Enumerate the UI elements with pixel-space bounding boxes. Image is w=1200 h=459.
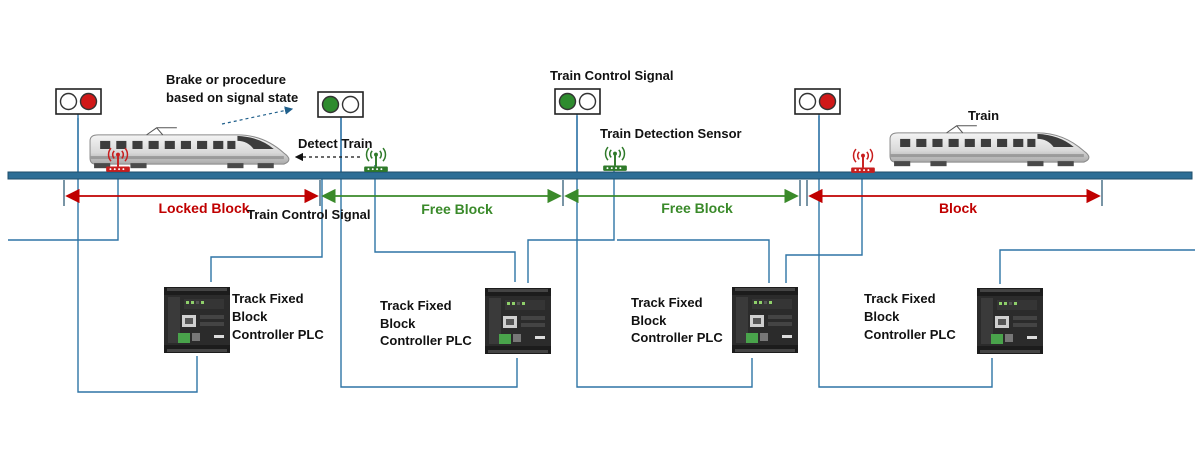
wire-1c bbox=[210, 178, 323, 282]
signal-masts bbox=[77, 114, 820, 174]
wire-1a bbox=[8, 170, 119, 241]
plc-1-icon bbox=[164, 287, 230, 353]
wire-4b bbox=[999, 249, 1195, 284]
signal-4 bbox=[794, 88, 841, 115]
plc-3-icon bbox=[732, 287, 798, 353]
signal-2 bbox=[317, 91, 364, 118]
railway-track bbox=[7, 171, 1193, 180]
block-boundaries bbox=[63, 180, 1103, 206]
signal-3-lamp-right bbox=[578, 92, 597, 111]
wire-2b bbox=[340, 116, 518, 388]
block-label-1: Locked Block bbox=[158, 200, 249, 216]
svg-text:Block: Block bbox=[232, 309, 268, 324]
svg-text:Track Fixed: Track Fixed bbox=[380, 298, 452, 313]
block-label-4: Block bbox=[939, 200, 977, 216]
wire-2c bbox=[527, 168, 615, 283]
brake-label-line2: based on signal state bbox=[166, 90, 298, 105]
detect-train-label: Detect Train bbox=[298, 136, 372, 151]
plc-3-label: Track Fixed Block Controller PLC bbox=[631, 295, 723, 345]
wire-3b bbox=[617, 239, 770, 283]
wire-1b bbox=[77, 118, 198, 393]
sensor-green-2 bbox=[602, 146, 628, 172]
signal-1-lamp-left bbox=[59, 92, 78, 111]
svg-text:Track Fixed: Track Fixed bbox=[864, 291, 936, 306]
plc-wiring bbox=[8, 116, 1195, 393]
signal-3 bbox=[554, 88, 601, 115]
plc-4-icon bbox=[977, 288, 1043, 354]
block-label-3: Free Block bbox=[661, 200, 733, 216]
svg-text:Controller PLC: Controller PLC bbox=[631, 330, 723, 345]
signal-2-lamp-right bbox=[341, 95, 360, 114]
plc-4-label: Track Fixed Block Controller PLC bbox=[864, 291, 956, 342]
signal-4-lamp-right bbox=[818, 92, 837, 111]
signal-3-lamp-left bbox=[558, 92, 577, 111]
svg-text:Track Fixed: Track Fixed bbox=[631, 295, 703, 310]
train-detection-sensor-label: Train Detection Sensor bbox=[600, 126, 742, 141]
sensor-red-2 bbox=[850, 148, 876, 174]
signal-1-lamp-right bbox=[79, 92, 98, 111]
svg-text:Controller PLC: Controller PLC bbox=[864, 327, 956, 342]
sensor-green-1 bbox=[363, 147, 389, 173]
block-label-2: Free Block bbox=[421, 201, 493, 217]
svg-text:Controller PLC: Controller PLC bbox=[232, 327, 324, 342]
signal-1 bbox=[55, 88, 102, 115]
train-label: Train bbox=[968, 108, 999, 123]
signal-4-lamp-left bbox=[798, 92, 817, 111]
wire-2a bbox=[374, 165, 516, 282]
svg-text:Block: Block bbox=[631, 313, 667, 328]
train-control-signal-label-mid: Train Control Signal bbox=[247, 207, 371, 222]
brake-label-line1: Brake or procedure bbox=[166, 72, 286, 87]
train-1 bbox=[89, 127, 290, 169]
train-2 bbox=[889, 125, 1090, 167]
brake-arrow bbox=[221, 106, 294, 125]
plc-2-icon bbox=[485, 288, 551, 354]
train-control-signal-label-top: Train Control Signal bbox=[550, 68, 674, 83]
svg-text:Controller PLC: Controller PLC bbox=[380, 333, 472, 348]
plc-2-label: Track Fixed Block Controller PLC bbox=[380, 298, 472, 348]
svg-text:Track Fixed: Track Fixed bbox=[232, 291, 304, 306]
wire-4a bbox=[818, 116, 993, 388]
wire-3a bbox=[576, 116, 753, 388]
wire-3c bbox=[785, 170, 863, 283]
plc-1-label: Track Fixed Block Controller PLC bbox=[232, 291, 324, 342]
svg-text:Block: Block bbox=[380, 316, 416, 331]
signal-2-lamp-left bbox=[321, 95, 340, 114]
svg-text:Block: Block bbox=[864, 309, 900, 324]
